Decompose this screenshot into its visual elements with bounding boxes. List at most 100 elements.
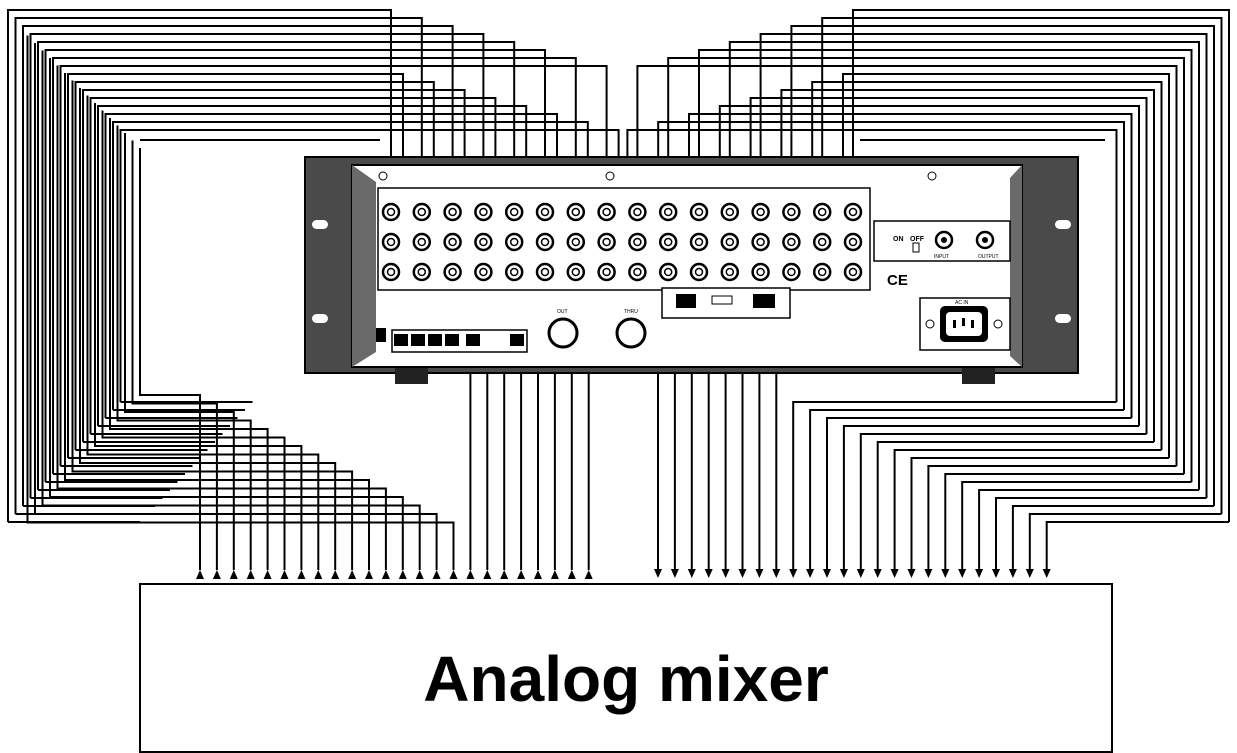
rca-jack xyxy=(381,262,401,282)
arrow-down xyxy=(839,569,848,578)
rca-jack xyxy=(504,262,524,282)
panel-screw xyxy=(605,171,615,181)
rca-jack xyxy=(443,202,462,222)
arrow-up xyxy=(229,570,238,579)
dip-switch xyxy=(711,295,733,305)
sync-output-label: OUTPUT xyxy=(978,254,999,260)
rca-jack xyxy=(412,202,432,222)
arrow-down xyxy=(856,569,865,578)
rca-jack xyxy=(628,262,647,282)
arrow-down xyxy=(1042,569,1051,578)
arrow-down xyxy=(941,569,950,578)
arrow-up xyxy=(246,570,255,579)
panel-screw xyxy=(378,171,388,181)
arrow-down xyxy=(704,569,713,578)
arrow-down xyxy=(738,569,747,578)
rca-jack xyxy=(782,262,801,282)
rca-jack xyxy=(720,232,740,252)
cable-right-receive xyxy=(1011,505,1214,575)
cable-right-receive xyxy=(859,433,1147,575)
rca-jack xyxy=(535,262,555,282)
cable-left-send xyxy=(131,140,218,570)
rca-jack xyxy=(843,262,863,282)
arrow-down xyxy=(772,569,781,578)
rack-ear-hole-br xyxy=(1055,314,1071,323)
arrow-down xyxy=(789,569,798,578)
arrow-up xyxy=(500,570,509,579)
ac-screw-left xyxy=(925,319,935,329)
arrow-up xyxy=(534,570,542,579)
arrow-down xyxy=(823,569,831,578)
ac-pin-3 xyxy=(971,320,974,328)
arrow-up xyxy=(398,570,407,579)
rca-jack xyxy=(566,232,586,252)
midi-out-label: OUT xyxy=(557,309,568,315)
ce-mark: CE xyxy=(887,272,908,289)
cable-right-outer xyxy=(842,73,1170,458)
cable-left-send xyxy=(41,50,421,570)
arrow-down xyxy=(907,569,916,578)
cable-right-receive xyxy=(978,489,1199,575)
arrow-up xyxy=(331,570,340,579)
cable-left-send xyxy=(56,65,387,570)
cable-left-send xyxy=(26,35,455,570)
rca-jack xyxy=(566,262,586,282)
rack-ear-hole-tr xyxy=(1055,220,1071,229)
rca-jack xyxy=(504,202,524,222)
arrow-up xyxy=(517,570,526,579)
sync-off-label: OFF xyxy=(910,236,925,243)
arrow-up xyxy=(483,570,492,579)
rca-jack xyxy=(412,262,432,282)
cable-left-send xyxy=(71,80,354,570)
arrow-down xyxy=(654,569,662,578)
rca-jack xyxy=(812,262,832,282)
rca-jack xyxy=(443,232,462,252)
arrow-down xyxy=(992,569,1000,578)
rca-jack xyxy=(658,202,678,222)
rca-jack xyxy=(720,262,740,282)
arrow-down xyxy=(873,569,882,578)
rack-bevel-right xyxy=(1010,165,1022,367)
cable-right-receive xyxy=(944,473,1184,575)
arrow-up xyxy=(567,570,576,579)
arrow-down xyxy=(975,569,984,578)
arrow-up xyxy=(348,570,357,579)
cable-left-send xyxy=(101,110,286,570)
rca-jack xyxy=(843,202,863,222)
rca-jack xyxy=(782,232,801,252)
rca-jack xyxy=(628,202,647,222)
cable-right-outer xyxy=(636,65,1178,466)
connector-strip-left xyxy=(391,329,528,353)
rca-jack xyxy=(381,202,401,222)
rca-jack xyxy=(751,202,770,222)
arrow-up xyxy=(263,570,272,579)
rca-jack xyxy=(782,202,801,222)
cable-left-outer xyxy=(14,17,423,514)
cable-left-outer xyxy=(59,65,608,466)
arrow-up xyxy=(297,570,306,579)
rca-jack xyxy=(658,232,678,252)
arrow-up xyxy=(280,570,289,579)
bnc-input-core xyxy=(941,237,947,243)
sync-on-label: ON xyxy=(893,236,904,243)
cable-left-send xyxy=(116,125,252,570)
rca-jack xyxy=(597,232,616,252)
sync-switch xyxy=(912,242,920,253)
rca-jack xyxy=(720,202,740,222)
arrow-up xyxy=(314,570,323,579)
midi-out-port xyxy=(547,317,579,349)
arrow-up xyxy=(415,570,424,579)
bnc-output-core xyxy=(982,237,988,243)
rca-jack xyxy=(535,202,555,222)
ac-in-label: AC IN xyxy=(955,300,969,306)
dsub-port-left xyxy=(676,294,696,308)
cable-right-receive xyxy=(910,457,1169,575)
arrow-down xyxy=(890,569,899,578)
rack-foot-right xyxy=(962,368,995,384)
arrow-up xyxy=(550,570,559,579)
rca-jack xyxy=(689,262,709,282)
rca-jack xyxy=(443,262,462,282)
arrow-down xyxy=(958,569,967,578)
rca-jack xyxy=(751,262,770,282)
arrow-up xyxy=(449,570,458,579)
